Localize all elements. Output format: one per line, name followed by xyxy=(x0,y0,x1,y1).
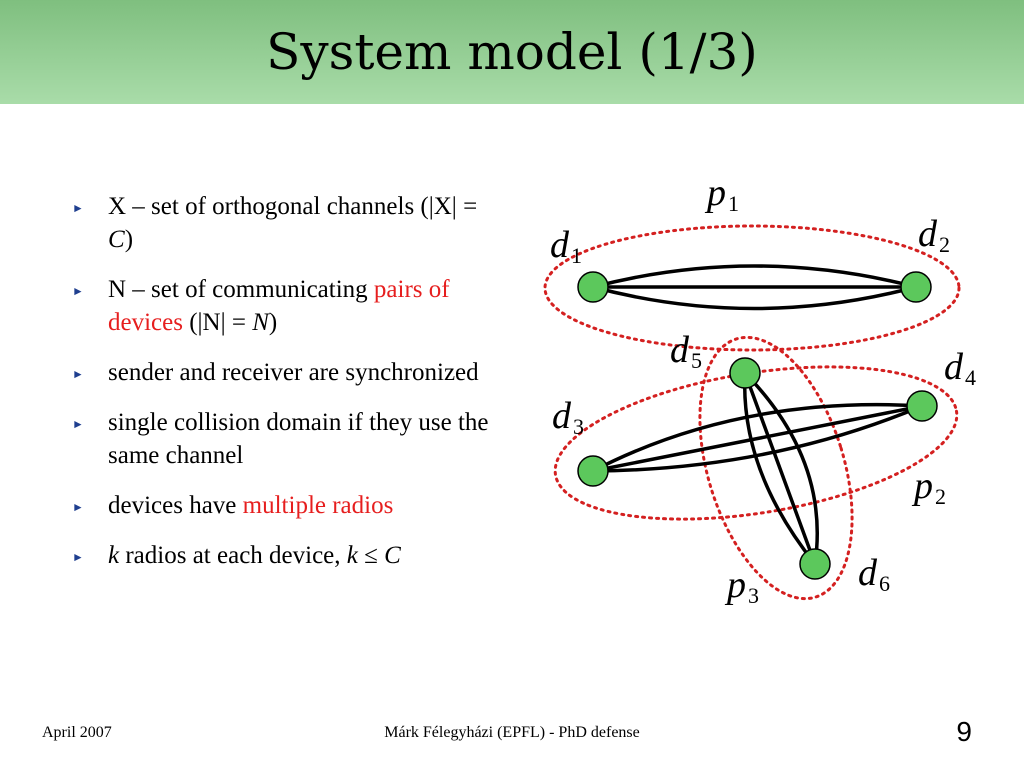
bullet-marker-icon: ► xyxy=(72,500,84,514)
pair-ellipse-p1 xyxy=(543,224,961,352)
bullet-item: ►k radios at each device, k ≤ C xyxy=(72,542,401,569)
slide-title: System model (1/3) xyxy=(266,23,758,81)
device-label-d2: d2 xyxy=(918,213,950,257)
device-node-d3 xyxy=(577,455,609,487)
pair-label-p3: p3 xyxy=(724,564,759,608)
device-label-d3: d3 xyxy=(552,395,584,439)
footer-author: Márk Félegyházi (EPFL) - PhD defense xyxy=(384,724,640,741)
device-node-d6 xyxy=(799,548,831,580)
device-node-d2 xyxy=(900,271,932,303)
bullet-marker-icon: ► xyxy=(72,367,84,381)
device-label-d1: d1 xyxy=(550,224,582,268)
device-label-d4: d4 xyxy=(944,346,976,390)
device-node-d5 xyxy=(729,357,761,389)
bullet-marker-icon: ► xyxy=(72,550,84,564)
device-label-d6: d6 xyxy=(858,552,890,596)
pair-ellipse-p3 xyxy=(698,335,854,601)
bullet-item: ►sender and receiver are synchronized xyxy=(72,359,479,386)
device-node-d1 xyxy=(577,271,609,303)
device-label-d5: d5 xyxy=(670,329,702,373)
bullet-item: ►single collision domain if they use the… xyxy=(72,409,489,469)
network-diagram: p1 p2 p3 d1 d2 d3 d4 d5 d6 xyxy=(543,172,976,608)
page-number: 9 xyxy=(956,716,972,747)
bullet-list: ►X – set of orthogonal channels (|X| = C… xyxy=(72,190,492,589)
bullet-marker-icon: ► xyxy=(72,417,84,431)
bullet-item: ►X – set of orthogonal channels (|X| = C… xyxy=(72,193,478,253)
bullet-marker-icon: ► xyxy=(72,201,84,215)
links-p2 xyxy=(592,402,923,473)
pair-label-p1: p1 xyxy=(704,172,739,216)
bullet-marker-icon: ► xyxy=(72,284,84,298)
footer-date: April 2007 xyxy=(42,724,112,741)
pair-label-p2: p2 xyxy=(911,465,946,509)
bullet-item: ►N – set of communicating pairs of devic… xyxy=(72,276,450,336)
bullet-item: ►devices have multiple radios xyxy=(72,492,394,519)
links-p3 xyxy=(742,371,819,566)
links-p1 xyxy=(592,264,917,311)
title-bar xyxy=(0,0,1024,104)
device-node-d4 xyxy=(906,390,938,422)
